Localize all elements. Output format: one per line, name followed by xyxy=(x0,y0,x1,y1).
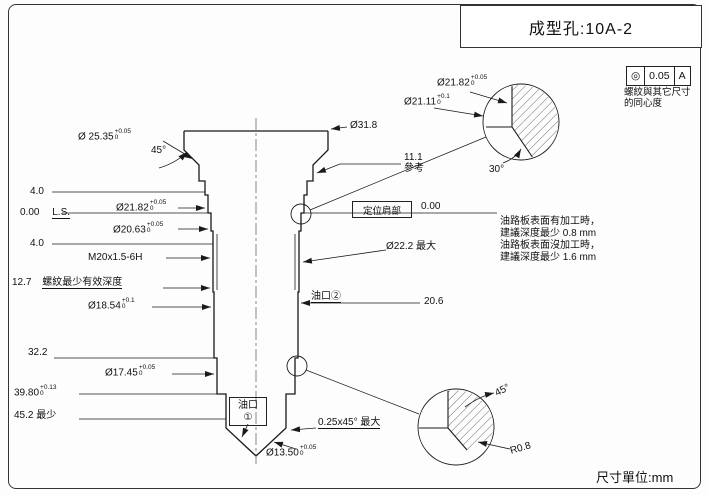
dim-datum-zero: 0.00 L.S. xyxy=(20,207,71,219)
detail-bottom-section xyxy=(419,390,493,451)
drawing-border xyxy=(8,4,701,489)
detail-view-top xyxy=(482,83,560,161)
drawing-title: 成型孔:10A-2 xyxy=(528,20,634,38)
dim-thread-depth: 12.7 螺紋最少有效深度 xyxy=(12,277,123,289)
detail-top-section xyxy=(486,85,558,159)
tolerance-value: 0.05 xyxy=(644,67,673,85)
concentricity-tolerance-frame: ◎ 0.05 A xyxy=(626,66,691,86)
callout-circle-lower xyxy=(286,355,308,377)
dim-length-20-6: 20.6 xyxy=(424,296,444,307)
dim-length-45-2-min: 45.2 最少 xyxy=(14,410,57,421)
dim-thread-spec: M20x1.5-6H xyxy=(88,252,143,263)
dim-chamfer-45-top: 45° xyxy=(151,145,167,156)
thread-crest-lines xyxy=(216,234,296,290)
dim-ref-11-1: 11.1 參考 xyxy=(404,152,424,174)
title-block: 成型孔:10A-2 xyxy=(460,5,702,48)
tolerance-datum: A xyxy=(673,67,690,85)
callout-circle-shoulder xyxy=(290,203,312,225)
locating-shoulder-label: 定位肩部 xyxy=(352,201,412,218)
concentricity-symbol-icon: ◎ xyxy=(631,70,641,82)
dim-tip-chamfer: 0.25x45° 最大 xyxy=(318,417,381,429)
thread-depth-note: 螺紋最少有效深度 xyxy=(42,277,123,289)
dim-length-4-top: 4.0 xyxy=(30,186,44,197)
oil-port-1-label: 油口 ① xyxy=(229,397,267,426)
dim-diameter-31-8: Ø31.8 xyxy=(350,120,378,131)
datum-ls-label: L.S. xyxy=(52,207,71,219)
dim-length-32-2: 32.2 xyxy=(28,347,48,358)
detail-view-bottom xyxy=(417,388,495,466)
tolerance-note: 螺紋與其它尺寸 的同心度 xyxy=(624,87,691,109)
surface-machining-notes: 油路板表面有加工時， 建議深度最少 0.8 mm 油路板表面沒加工時， 建議深度… xyxy=(500,216,600,263)
dimension-lines xyxy=(52,191,497,420)
dim-angle-30: 30° xyxy=(489,164,505,175)
dim-length-4-mid: 4.0 xyxy=(30,238,44,249)
oil-port-2-label: 油口② xyxy=(311,291,341,303)
dim-diameter-22-2-max: Ø22.2 最大 xyxy=(386,241,437,252)
units-note: 尺寸單位:mm xyxy=(596,470,674,485)
leader-lines xyxy=(152,91,522,450)
dim-shoulder-zero: 0.00 xyxy=(421,201,441,212)
detail-callout-circles xyxy=(286,83,560,466)
